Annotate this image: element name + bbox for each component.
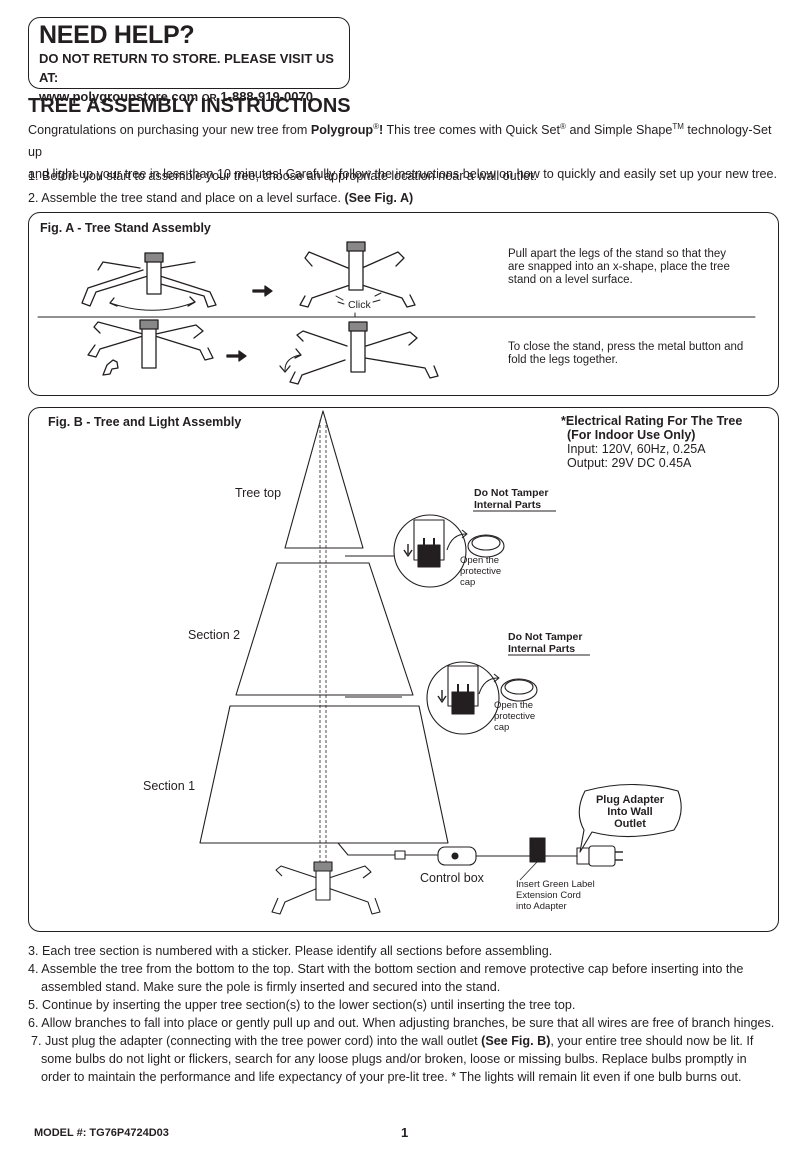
tree-section-1 [199,705,449,844]
steps-bottom: 3. Each tree section is numbered with a … [28,942,798,1086]
stand-folded-icon [81,252,217,311]
insert-green-label: Insert Green Label Extension Cord into A… [516,879,595,912]
help-url[interactable]: www.polygroupstore.com [39,89,199,104]
click-label: Click [348,299,371,311]
page-title: TREE ASSEMBLY INSTRUCTIONS [28,95,351,117]
label-section-1: Section 1 [143,779,196,793]
intro-line-2: and light up your tree in less than 10 m… [28,167,778,181]
step-5: 5. Continue by inserting the upper tree … [28,998,576,1012]
fig-a-note-open: Pull apart the legs of the stand so that… [508,248,730,286]
fig-a-note-close: To close the stand, press the metal butt… [508,341,744,366]
connector-zoom-2 [426,661,538,735]
electrical-rating: *Electrical Rating For The Tree (For Ind… [561,414,742,470]
step-7-cont-2: order to maintain the performance and li… [41,1070,742,1084]
connector-zoom-1 [393,514,505,588]
help-title: NEED HELP? [39,21,195,49]
green-label-icon [529,837,546,863]
step-7-cont-1: some bulbs do not light or flickers, sea… [41,1052,747,1066]
cap-label-1: Open the protective cap [460,555,502,588]
step-7: 7. Just plug the adapter (connecting wit… [31,1034,754,1048]
help-notice: DO NOT RETURN TO STORE. PLEASE VISIT US … [39,51,334,85]
help-or: OR [201,93,217,104]
help-box: NEED HELP? DO NOT RETURN TO STORE. PLEAS… [28,17,350,104]
steps-top: 1. Before you start to assemble your tre… [28,165,788,209]
fig-a-box [28,212,779,396]
help-phone: 1-888-919-0070 [220,89,313,104]
stand-folding-icon [279,321,439,385]
help-contact: www.polygroupstore.com OR 1-888-919-0070 [39,87,339,108]
fig-b-box [28,407,779,932]
cap-label-2: Open the protective cap [494,700,536,733]
control-box-label: Control box [420,871,484,885]
plug-adapter-label: Plug Adapter Into Wall Outlet [595,794,665,830]
step-3: 3. Each tree section is numbered with a … [28,944,553,958]
rating-indoor: (For Indoor Use Only) [567,428,696,442]
stand-closing-icon [87,319,214,376]
adapter-plug-icon [588,845,616,867]
fig-b-title: Fig. B - Tree and Light Assembly [48,415,242,429]
model-number: MODEL #: TG76P4724D03 [34,1127,169,1139]
label-tree-top: Tree top [235,486,282,500]
tamper-warning-2: Do Not Tamper Internal Parts [508,631,583,655]
tree-section-2 [235,562,414,696]
step-6: 6. Allow branches to fall into place or … [28,1016,775,1030]
fig-a-title: Fig. A - Tree Stand Assembly [40,221,211,235]
step-1: 1. Before you start to assemble your tre… [28,169,537,183]
speech-bubble [578,783,682,853]
tree-top-section [284,410,364,549]
page-number: 1 [401,1125,409,1140]
intro-paragraph: Congratulations on purchasing your new t… [28,119,788,185]
rating-input: Input: 120V, 60Hz, 0.25A [567,442,706,456]
label-section-2: Section 2 [188,628,241,642]
step-4: 4. Assemble the tree from the bottom to … [28,962,744,976]
rating-title: *Electrical Rating For The Tree [561,414,743,428]
rating-output: Output: 29V DC 0.45A [567,456,692,470]
step-4-cont: assembled stand. Make sure the pole is f… [41,980,501,994]
intro-line-1: Congratulations on purchasing your new t… [28,121,772,159]
tamper-warning-1: Do Not Tamper Internal Parts [474,487,549,511]
tree-stand-icon [271,861,381,915]
stand-open-icon [299,241,416,308]
step-2: 2. Assemble the tree stand and place on … [28,191,414,205]
